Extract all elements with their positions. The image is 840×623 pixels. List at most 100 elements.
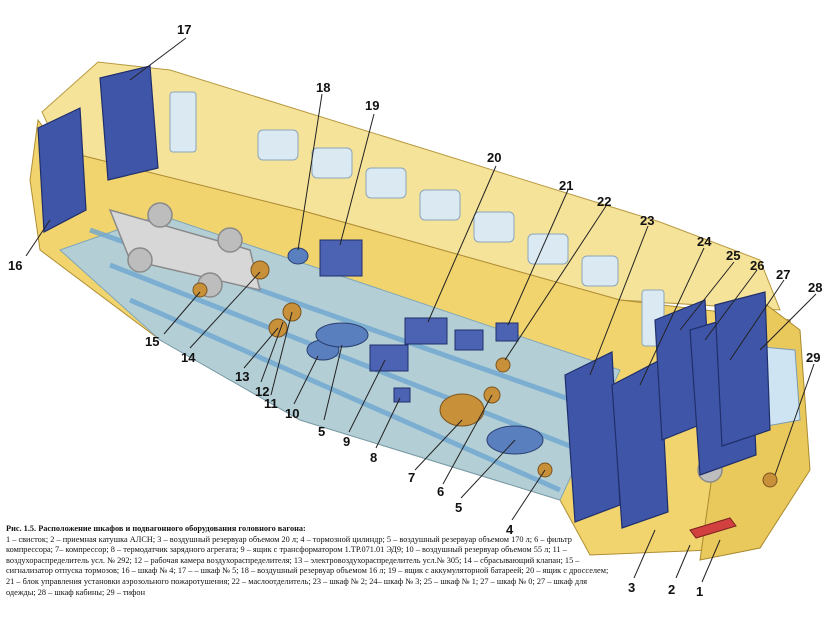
callout-7: 7 — [408, 470, 415, 485]
callout-23: 23 — [640, 213, 654, 228]
fire-control-unit — [495, 322, 519, 342]
cabinet-23 — [564, 351, 621, 523]
window — [311, 147, 353, 179]
leader — [25, 219, 51, 257]
callout-5: 5 — [318, 424, 325, 439]
leader — [639, 247, 705, 386]
aux-box — [454, 329, 484, 351]
caption-title: Рис. 1.5. Расположение шкафов и подвагон… — [6, 524, 306, 533]
transformer-box — [369, 344, 409, 372]
callout-3: 3 — [628, 580, 635, 595]
callout-18: 18 — [316, 80, 330, 95]
leader — [774, 363, 815, 476]
leader — [129, 37, 187, 81]
leader — [243, 327, 279, 369]
reservoir-5a — [315, 322, 369, 348]
callout-19: 19 — [365, 98, 379, 113]
callout-17: 17 — [177, 22, 191, 37]
leader — [323, 344, 343, 421]
leader — [759, 293, 817, 351]
figure-caption: Рис. 1.5. Расположение шкафов и подвагон… — [6, 524, 618, 598]
leader — [507, 189, 569, 326]
leader — [375, 397, 401, 449]
callout-27: 27 — [776, 267, 790, 282]
callout-16: 16 — [8, 258, 22, 273]
callout-9: 9 — [343, 434, 350, 449]
window — [257, 129, 299, 161]
callout-26: 26 — [750, 258, 764, 273]
window — [473, 211, 515, 243]
leader — [427, 165, 497, 323]
leader — [460, 439, 516, 499]
stripe — [109, 262, 581, 453]
leader — [729, 279, 785, 361]
oil-separator — [495, 357, 511, 373]
thermo-sensor — [393, 387, 411, 403]
wheel — [217, 227, 243, 253]
leader — [589, 225, 649, 376]
callout-2: 2 — [668, 582, 675, 597]
caption-legend: 1 – свисток; 2 – приемная катушка АЛСН; … — [6, 534, 609, 597]
leader — [297, 93, 323, 251]
leader — [675, 544, 691, 579]
window — [527, 233, 569, 265]
callout-28: 28 — [808, 280, 822, 295]
callout-29: 29 — [806, 350, 820, 365]
door-panel — [169, 91, 197, 153]
callout-8: 8 — [370, 450, 377, 465]
equipment — [192, 239, 778, 539]
leader — [348, 359, 386, 433]
leader — [260, 321, 284, 383]
leader — [293, 355, 319, 405]
window — [419, 189, 461, 221]
leader — [442, 394, 493, 485]
cabinet-16 — [37, 107, 87, 233]
callout-10: 10 — [285, 406, 299, 421]
wheel — [127, 247, 153, 273]
leader — [679, 261, 735, 331]
cabinet-28 — [714, 291, 771, 447]
callout-14: 14 — [181, 350, 196, 365]
callout-6: 6 — [437, 484, 444, 499]
callout-15: 15 — [145, 334, 159, 349]
leader — [163, 291, 201, 335]
callout-22: 22 — [597, 194, 611, 209]
leader — [414, 419, 463, 471]
side-windows — [169, 91, 665, 347]
wheel — [147, 202, 173, 228]
reservoir-18 — [287, 247, 309, 265]
leader — [701, 539, 721, 583]
callout-1: 1 — [696, 584, 703, 599]
callout-25: 25 — [726, 248, 740, 263]
stripe — [128, 297, 562, 493]
leader — [511, 469, 546, 521]
choke-box — [404, 317, 448, 345]
leader — [704, 269, 758, 341]
signal-15 — [192, 282, 208, 298]
cabinets — [37, 65, 771, 529]
valve-14 — [250, 260, 270, 280]
callout-13: 13 — [235, 369, 249, 384]
callout-4: 4 — [506, 522, 514, 537]
callout-12: 12 — [255, 384, 269, 399]
callout-numbers: 1 2 3 4 5 5 6 7 8 9 10 11 12 13 14 15 16… — [8, 22, 822, 599]
window — [365, 167, 407, 199]
callout-20: 20 — [487, 150, 501, 165]
leader — [270, 311, 293, 396]
callout-11: 11 — [264, 396, 278, 411]
battery-box — [319, 239, 363, 277]
horn — [762, 472, 778, 488]
leader — [504, 205, 607, 361]
cabinet-17 — [99, 65, 159, 181]
leader — [189, 271, 261, 349]
alsn-coil — [689, 517, 737, 539]
callout-21: 21 — [559, 178, 573, 193]
leader — [633, 529, 656, 579]
window — [581, 255, 619, 287]
leader — [339, 113, 375, 246]
leader-lines — [25, 37, 817, 583]
callout-24: 24 — [697, 234, 712, 249]
cabinet-24 — [611, 359, 669, 529]
